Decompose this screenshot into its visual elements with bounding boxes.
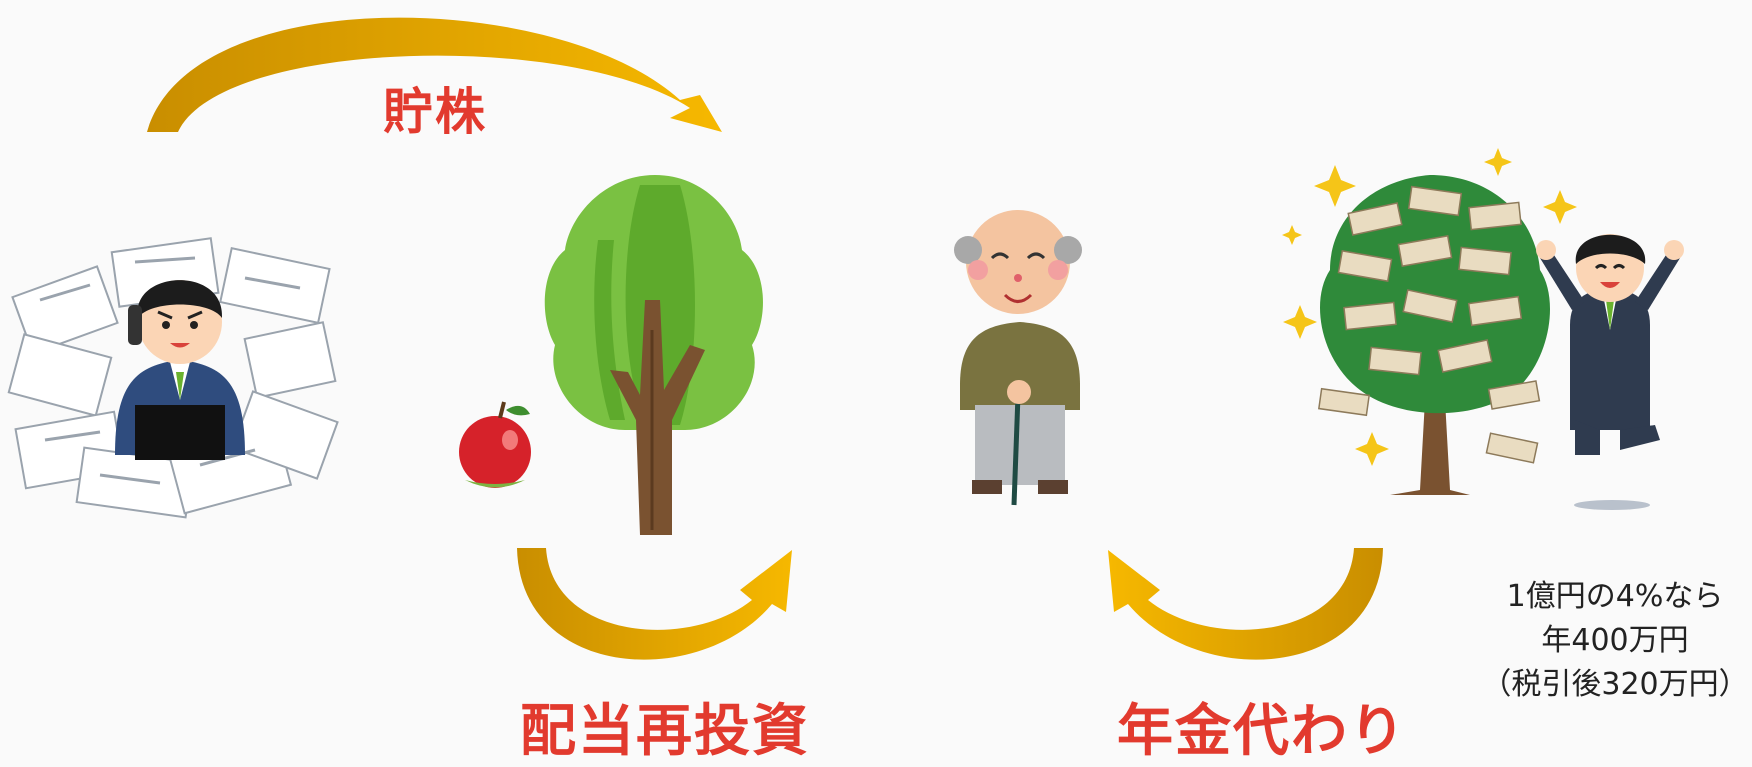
arrow-savings — [147, 17, 722, 132]
income-note-line-2: 年400万円 — [1541, 623, 1689, 658]
money-tree-illustration — [1282, 148, 1684, 510]
income-note: 1億円の4%なら 年400万円 （税引後320万円） — [1480, 575, 1750, 707]
elderly-man-illustration — [954, 210, 1082, 506]
label-savings: 貯株 — [383, 83, 487, 141]
label-dividend-reinvestment: 配当再投資 — [520, 699, 810, 764]
label-pension-substitute: 年金代わり — [1117, 699, 1407, 764]
arrow-pension — [1108, 548, 1383, 660]
arrow-reinvest — [517, 548, 792, 660]
income-note-line-1: 1億円の4%なら — [1506, 579, 1724, 614]
diagram-canvas — [7, 17, 1684, 660]
busy-worker-illustration — [7, 237, 339, 519]
apple-illustration — [459, 401, 531, 488]
income-note-line-3: （税引後320万円） — [1481, 667, 1749, 702]
tree-illustration — [544, 175, 763, 535]
